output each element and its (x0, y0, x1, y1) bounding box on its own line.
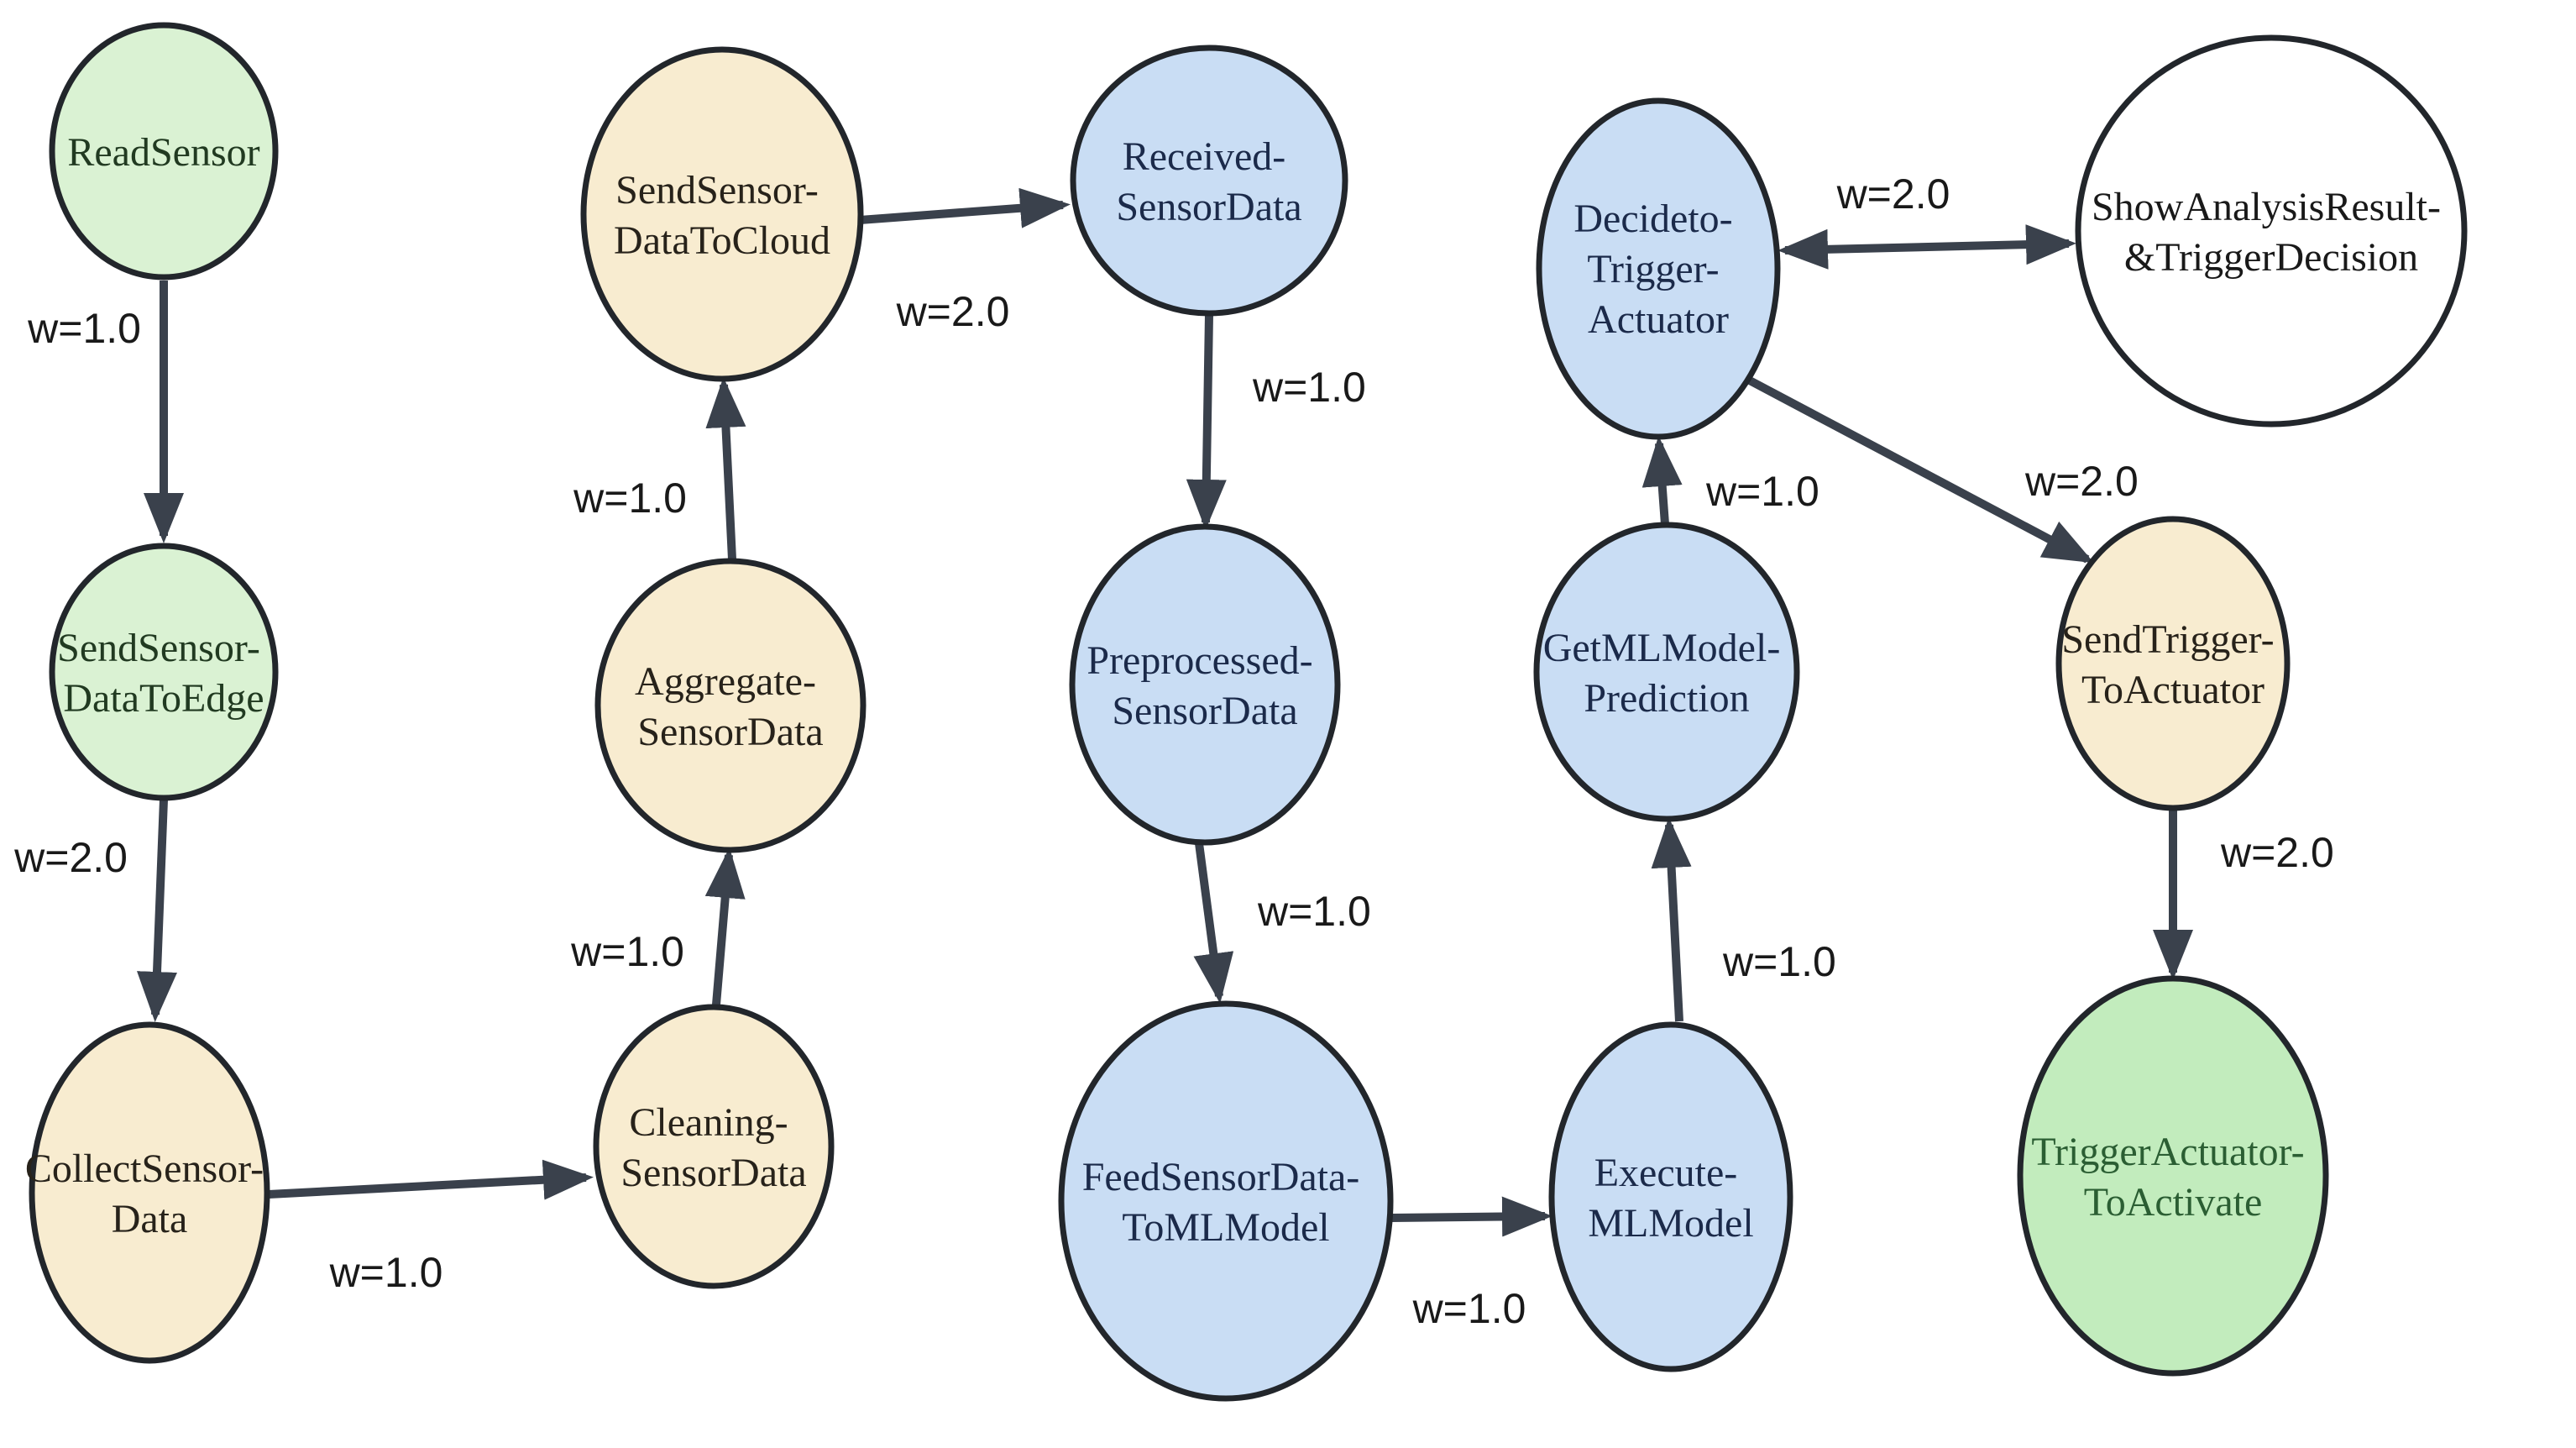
edge-send-trigger-to-actuator-to-trigger-actuator-to-activate: w=2.0 (2153, 810, 2334, 980)
node-feed-sensor-data-to-ml-model-label: FeedSensorData- ToMLModel (1082, 1155, 1370, 1250)
node-get-ml-model-prediction-shape (1533, 522, 1800, 822)
node-aggregate-sensor-data-shape (594, 558, 867, 853)
node-received-sensor-data-label: Received- SensorData (1116, 134, 1301, 229)
node-aggregate-sensor-data-label: Aggregate- SensorData (635, 659, 826, 754)
node-read-sensor-label: ReadSensor (67, 130, 259, 175)
node-send-trigger-to-actuator: SendTrigger- ToActuator (2055, 516, 2291, 811)
node-send-sensor-data-to-edge-shape (49, 543, 279, 801)
node-cleaning-sensor-data: Cleaning- SensorData (593, 1004, 835, 1289)
node-trigger-actuator-to-activate-shape (2017, 975, 2329, 1377)
node-preprocessed-sensor-data-shape (1069, 523, 1341, 846)
node-send-sensor-data-to-edge: SendSensor- DataToEdge (49, 543, 279, 801)
edge-decide-to-trigger-actuator-to-send-trigger-to-actuator: w=2.0 (1746, 375, 2139, 564)
node-cleaning-sensor-data-label: Cleaning- SensorData (620, 1100, 806, 1195)
edge-collect-sensor-data-to-cleaning-sensor-data: w=1.0 (268, 1159, 594, 1296)
edge-read-sensor-to-send-sensor-data-to-edge: w=1.0 (27, 281, 184, 543)
edge-weight-label: w=2.0 (13, 834, 128, 881)
node-preprocessed-sensor-data: Preprocessed- SensorData (1069, 523, 1341, 846)
arrow-right-icon (268, 1159, 594, 1200)
edge-weight-label: w=1.0 (1252, 364, 1366, 411)
arrow-down-icon (137, 799, 177, 1022)
edge-preprocessed-sensor-data-to-feed-sensor-data-to-ml-model: w=1.0 (1193, 842, 1371, 1004)
node-get-ml-model-prediction-label: GetMLModel- Prediction (1543, 626, 1791, 721)
node-read-sensor-shape (49, 22, 279, 281)
edges-layer: w=1.0 w=2.0 w=1.0 w=1.0 w=1.0 w=2.0 w=1.… (13, 171, 2334, 1332)
edge-weight-label: w=1.0 (570, 928, 684, 975)
arrow-right-icon (859, 187, 1071, 228)
node-decide-to-trigger-actuator: Decideto- Trigger- Actuator (1536, 97, 1781, 440)
node-show-analysis-result-trigger-decision-label: ShowAnalysisResult- &TriggerDecision (2092, 185, 2451, 280)
node-execute-ml-model-label: Execute- MLModel (1588, 1151, 1753, 1246)
node-received-sensor-data: Received- SensorData (1070, 45, 1348, 317)
arrow-right-icon (1390, 1196, 1552, 1237)
edge-received-sensor-data-to-preprocessed-sensor-data: w=1.0 (1186, 314, 1366, 530)
arrow-diagonal-icon (1746, 375, 2094, 564)
edge-decide-to-trigger-actuator-to-show-analysis-result: w=2.0 (1778, 171, 2076, 270)
node-show-analysis-result-trigger-decision-shape (2075, 34, 2468, 428)
edge-weight-label: w=1.0 (573, 475, 687, 522)
node-cleaning-sensor-data-shape (593, 1004, 835, 1289)
arrow-up-icon (705, 377, 746, 560)
edge-weight-label: w=2.0 (1836, 171, 1950, 218)
arrow-up-icon (704, 847, 746, 1005)
edge-aggregate-sensor-data-to-send-sensor-data-to-cloud: w=1.0 (573, 377, 746, 560)
edge-get-ml-model-prediction-to-decide-to-trigger-actuator: w=1.0 (1641, 436, 1819, 525)
node-show-analysis-result-trigger-decision: ShowAnalysisResult- &TriggerDecision (2075, 34, 2468, 428)
edge-weight-label: w=1.0 (1705, 468, 1819, 515)
node-execute-ml-model: Execute- MLModel (1548, 1021, 1793, 1372)
edge-feed-sensor-data-to-ml-model-to-execute-ml-model: w=1.0 (1390, 1196, 1552, 1332)
node-send-sensor-data-to-cloud: SendSensor- DataToCloud (580, 46, 864, 382)
arrow-both-icon (1778, 224, 2076, 270)
node-send-sensor-data-to-edge-label: SendSensor- DataToEdge (57, 626, 270, 721)
node-decide-to-trigger-actuator-label: Decideto- Trigger- Actuator (1573, 197, 1742, 342)
edge-send-sensor-data-to-cloud-to-received-sensor-data: w=2.0 (859, 187, 1071, 335)
node-collect-sensor-data-shape (29, 1021, 270, 1364)
node-send-trigger-to-actuator-shape (2055, 516, 2291, 811)
node-decide-to-trigger-actuator-shape (1536, 97, 1781, 440)
edge-weight-label: w=2.0 (896, 288, 1010, 335)
node-trigger-actuator-to-activate-label: TriggerActuator- ToActivate (2031, 1130, 2314, 1225)
node-feed-sensor-data-to-ml-model: FeedSensorData- ToMLModel (1058, 1000, 1394, 1402)
edge-weight-label: w=1.0 (1412, 1285, 1526, 1332)
edge-weight-label: w=1.0 (27, 305, 141, 352)
nodes-layer: ReadSensor SendSensor- DataToEdge Collec… (25, 22, 2468, 1402)
edge-weight-label: w=2.0 (2220, 829, 2334, 876)
node-send-trigger-to-actuator-label: SendTrigger- ToActuator (2061, 617, 2284, 712)
node-aggregate-sensor-data: Aggregate- SensorData (594, 558, 867, 853)
node-send-sensor-data-to-cloud-shape (580, 46, 864, 382)
edge-send-sensor-data-to-edge-to-collect-sensor-data: w=2.0 (13, 799, 177, 1022)
node-get-ml-model-prediction: GetMLModel- Prediction (1533, 522, 1800, 822)
arrow-down-icon (1193, 842, 1234, 1004)
edge-weight-label: w=1.0 (329, 1249, 443, 1296)
node-received-sensor-data-shape (1070, 45, 1348, 317)
node-feed-sensor-data-to-ml-model-shape (1058, 1000, 1394, 1402)
node-trigger-actuator-to-activate: TriggerActuator- ToActivate (2017, 975, 2329, 1377)
edge-weight-label: w=2.0 (2024, 458, 2139, 505)
edge-weight-label: w=1.0 (1722, 938, 1836, 985)
node-preprocessed-sensor-data-label: Preprocessed- SensorData (1086, 638, 1322, 733)
arrow-down-icon (1186, 314, 1227, 530)
node-execute-ml-model-shape (1548, 1021, 1793, 1372)
edge-execute-ml-model-to-get-ml-model-prediction: w=1.0 (1651, 817, 1836, 1022)
edge-cleaning-sensor-data-to-aggregate-sensor-data: w=1.0 (570, 847, 746, 1005)
node-collect-sensor-data-label: CollectSensor- Data (25, 1146, 274, 1241)
arrow-up-icon (1651, 817, 1692, 1022)
arrow-up-icon (1641, 436, 1683, 525)
node-collect-sensor-data: CollectSensor- Data (25, 1021, 274, 1364)
edge-weight-label: w=1.0 (1257, 888, 1371, 935)
node-send-sensor-data-to-cloud-label: SendSensor- DataToCloud (614, 168, 830, 263)
node-read-sensor: ReadSensor (49, 22, 279, 281)
